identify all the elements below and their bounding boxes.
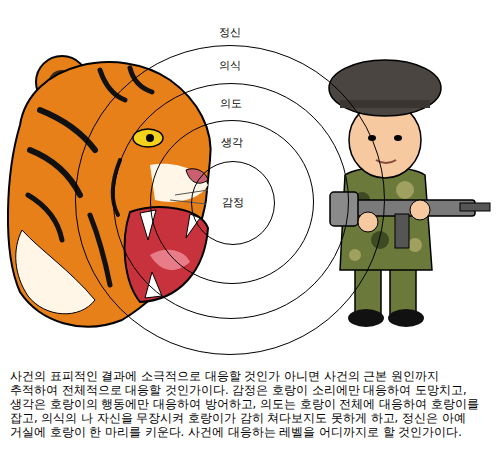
- ring-label: 의도: [114, 97, 348, 111]
- tiger-illustration: [8, 56, 211, 327]
- soldier-shape: [394, 135, 402, 141]
- soldier-shape: [390, 265, 416, 315]
- soldier-shape: [355, 265, 381, 315]
- soldier-shape: [368, 135, 376, 141]
- tiger-shape: [130, 68, 152, 92]
- ring-circle: 의식의도생각감정: [75, 45, 385, 355]
- tiger-shape: [125, 207, 208, 302]
- tiger-shape: [170, 200, 206, 204]
- ring-circle: 생각감정: [150, 120, 314, 284]
- tiger-shape: [140, 210, 156, 240]
- soldier-shape: [371, 231, 389, 249]
- soldier-shape: [396, 181, 414, 199]
- ring-label: 감정: [192, 196, 274, 210]
- soldier-shape: [395, 214, 409, 248]
- tiger-shape: [146, 134, 154, 142]
- tiger-shape: [150, 250, 190, 270]
- soldier-shape: [410, 200, 430, 220]
- soldier-shape: [330, 192, 358, 226]
- tiger-shape: [30, 150, 80, 195]
- soldier-shape: [349, 249, 361, 261]
- caption-text: 사건의 표피적인 결과에 소극적으로 대응할 것인가 아니면 사건의 근본 원인…: [10, 369, 488, 439]
- soldier-shape: [388, 309, 424, 327]
- tiger-shape: [150, 164, 208, 202]
- tiger-shape: [90, 215, 110, 285]
- ring-label: 생각: [151, 136, 313, 150]
- tiger-shape: [100, 70, 125, 100]
- tiger-shape: [28, 195, 62, 240]
- soldier-shape: [358, 212, 378, 232]
- soldier-shape: [329, 60, 441, 116]
- soldier-shape: [348, 309, 384, 327]
- tiger-shape: [8, 62, 211, 327]
- tiger-shape: [186, 214, 200, 238]
- tiger-shape: [40, 110, 95, 150]
- tiger-shape: [186, 169, 208, 183]
- ring-label: 의식: [76, 59, 384, 73]
- ring-circle: 의도생각감정: [113, 83, 349, 319]
- soldier-shape: [408, 238, 422, 252]
- soldier-shape: [376, 160, 396, 163]
- tiger-shape: [133, 129, 163, 147]
- tiger-shape: [16, 230, 95, 314]
- soldier-illustration: [329, 60, 490, 327]
- ring-circle: 감정: [191, 161, 275, 245]
- soldier-shape: [460, 203, 490, 211]
- level-label: 정신: [219, 26, 241, 40]
- soldier-shape: [340, 100, 430, 108]
- tiger-shape: [145, 272, 162, 298]
